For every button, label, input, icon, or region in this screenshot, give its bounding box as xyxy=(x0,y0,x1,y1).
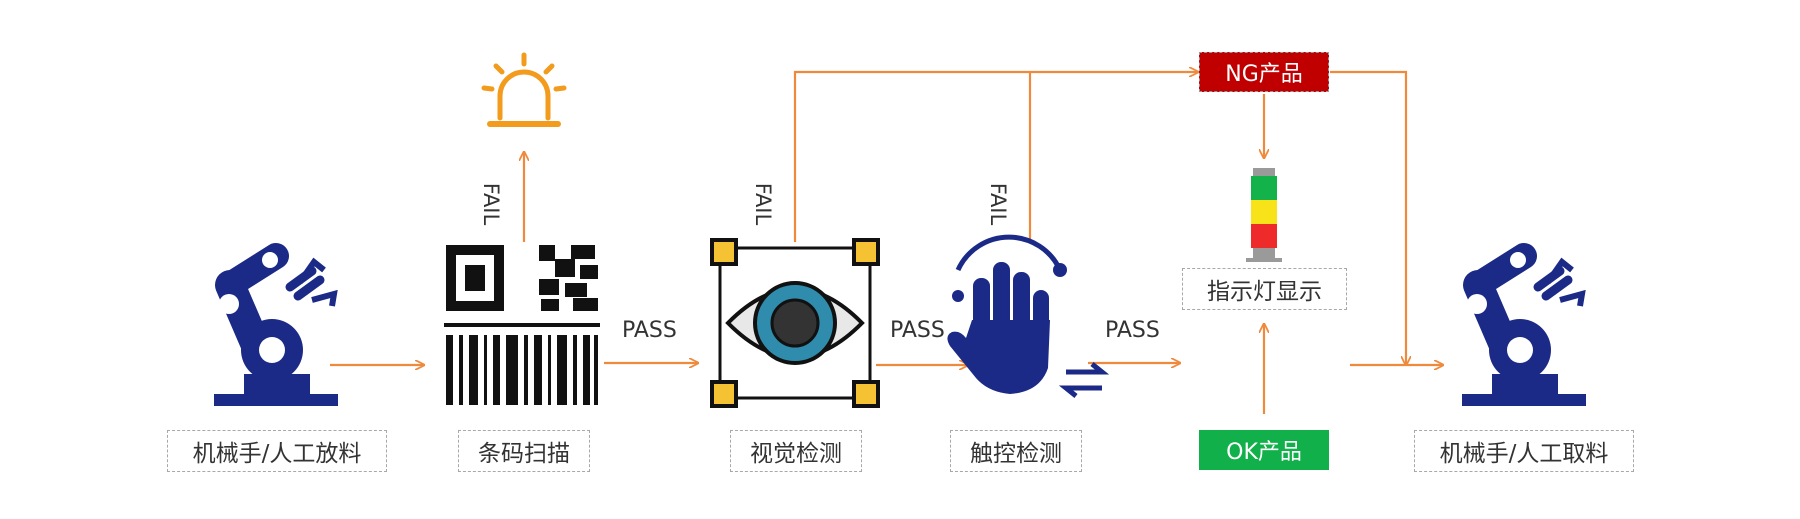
robot-arm-icon xyxy=(214,243,338,406)
ng-product-tag: NG产品 xyxy=(1199,52,1329,92)
station-label-touch: 触控检测 xyxy=(950,430,1082,472)
pass-label-scan: PASS xyxy=(622,318,677,343)
fail-label-vision: FAIL xyxy=(751,182,776,226)
arrow-ng-to-unload xyxy=(1330,70,1406,365)
fail-label-touch: FAIL xyxy=(986,182,1011,226)
pass-label-touch: PASS xyxy=(1105,318,1160,343)
pass-label-vision: PASS xyxy=(890,318,945,343)
station-label-indicator: 指示灯显示 xyxy=(1182,268,1347,310)
signal-tower-icon xyxy=(1246,168,1282,262)
station-label-load: 机械手/人工放料 xyxy=(167,430,387,472)
station-label-unload: 机械手/人工取料 xyxy=(1414,430,1634,472)
fail-label-scan: FAIL xyxy=(479,182,504,226)
eye-scan-icon xyxy=(710,238,880,408)
flow-arrows xyxy=(330,72,1443,414)
station-label-scan: 条码扫描 xyxy=(458,430,590,472)
alarm-beacon-icon xyxy=(481,52,567,127)
ok-product-tag: OK产品 xyxy=(1199,430,1329,470)
touch-hand-icon xyxy=(947,234,1110,398)
station-label-vision: 视觉检测 xyxy=(730,430,862,472)
arrow-vision-fail-to-ng xyxy=(793,72,1198,242)
robot-arm-icon xyxy=(1462,243,1586,406)
qr-barcode-icon xyxy=(444,245,600,405)
